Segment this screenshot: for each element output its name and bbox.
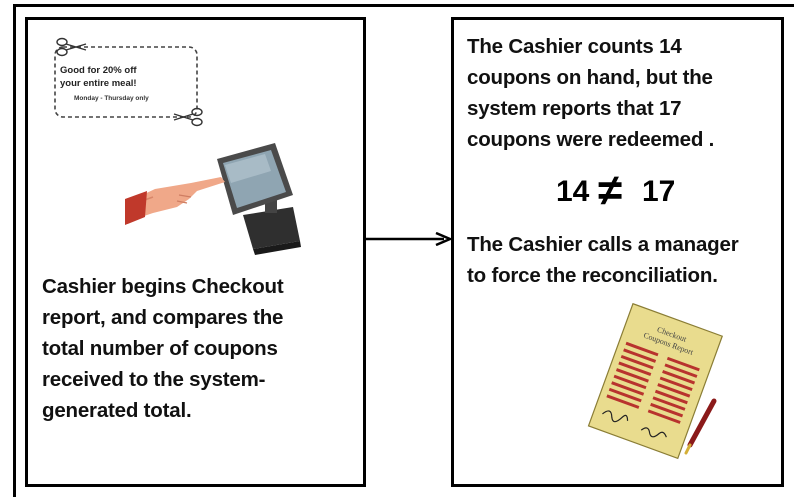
coupon-offer-line: Good for 20% off (60, 65, 137, 76)
pen-icon (684, 398, 717, 455)
coupon-validity-line: Monday - Thursday only (74, 95, 149, 102)
arrow-right-icon (366, 231, 454, 251)
checkout-description: Cashier begins Checkout report, and comp… (42, 271, 358, 426)
system-value: 17 (642, 175, 676, 208)
pos-terminal-icon (124, 137, 315, 267)
action-line: to force the reconciliation. (467, 264, 718, 287)
description-line: generated total. (42, 399, 192, 422)
report-document-icon: Checkout Coupons Report (582, 302, 732, 468)
coupon-icon: Good for 20% off your entire meal! Monda… (50, 36, 210, 141)
counted-value: 14 (556, 175, 590, 208)
description-line: total number of coupons (42, 337, 278, 360)
count-line: system reports that 17 (467, 97, 682, 120)
not-equal-icon: ≠ (598, 166, 623, 215)
coupon-offer-line: your entire meal! (60, 78, 137, 89)
reconciliation-panel: The Cashier counts 14 coupons on hand, b… (451, 17, 784, 487)
count-line: The Cashier counts 14 (467, 35, 682, 58)
description-line: received to the system- (42, 368, 266, 391)
count-line: coupons on hand, but the (467, 66, 713, 89)
outer-frame (13, 4, 794, 497)
scissors-icon (56, 37, 87, 57)
action-line: The Cashier calls a manager (467, 233, 739, 256)
hand-icon (124, 177, 225, 225)
count-line: coupons were redeemed . (467, 128, 715, 151)
coupon-count-text: The Cashier counts 14 coupons on hand, b… (467, 31, 779, 155)
description-line: report, and compares the (42, 306, 284, 329)
checkout-panel: Good for 20% off your entire meal! Monda… (25, 17, 366, 487)
manager-action-text: The Cashier calls a manager to force the… (467, 229, 785, 291)
description-line: Cashier begins Checkout (42, 275, 284, 298)
